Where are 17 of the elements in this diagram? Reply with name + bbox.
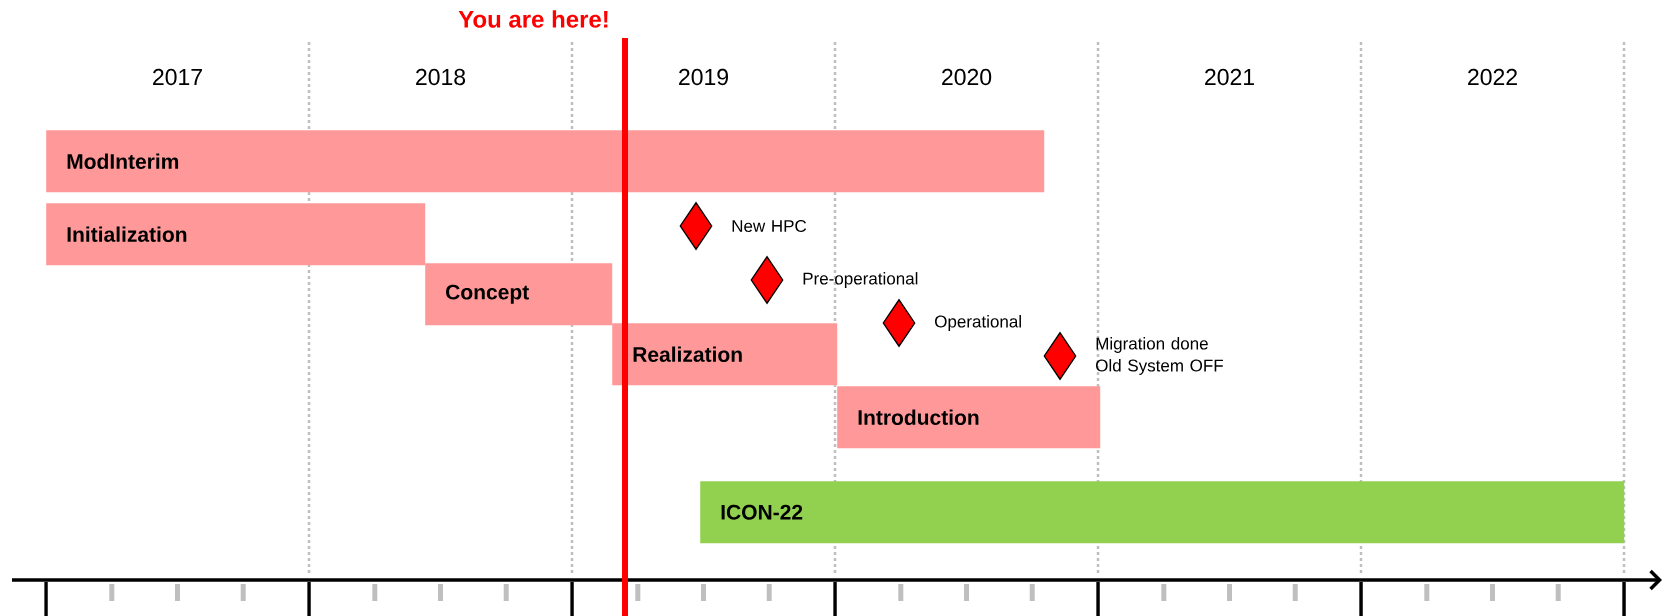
phase-bar: ModInterim xyxy=(46,130,1045,193)
year-label: 2021 xyxy=(1205,68,1254,86)
year-label: 2020 xyxy=(942,68,992,86)
marker-label: You are here! xyxy=(458,10,608,28)
year-label: 2017 xyxy=(153,68,202,86)
phase-bar: ICON-22 xyxy=(700,481,1625,544)
milestone-label: New HPC xyxy=(732,220,807,233)
phase-bar: Introduction xyxy=(837,386,1101,449)
phase-bar: Realization xyxy=(612,323,838,386)
year-label: 2022 xyxy=(1468,68,1517,86)
phase-bar: Concept xyxy=(425,263,613,326)
milestone-label: Pre-operational xyxy=(803,272,918,288)
milestone-label: Operational xyxy=(935,315,1021,331)
phase-bar: Initialization xyxy=(46,203,426,266)
year-label: 2019 xyxy=(679,68,728,86)
milestone-label: Migration done Old System OFF xyxy=(1096,337,1223,375)
year-label: 2018 xyxy=(416,68,466,86)
